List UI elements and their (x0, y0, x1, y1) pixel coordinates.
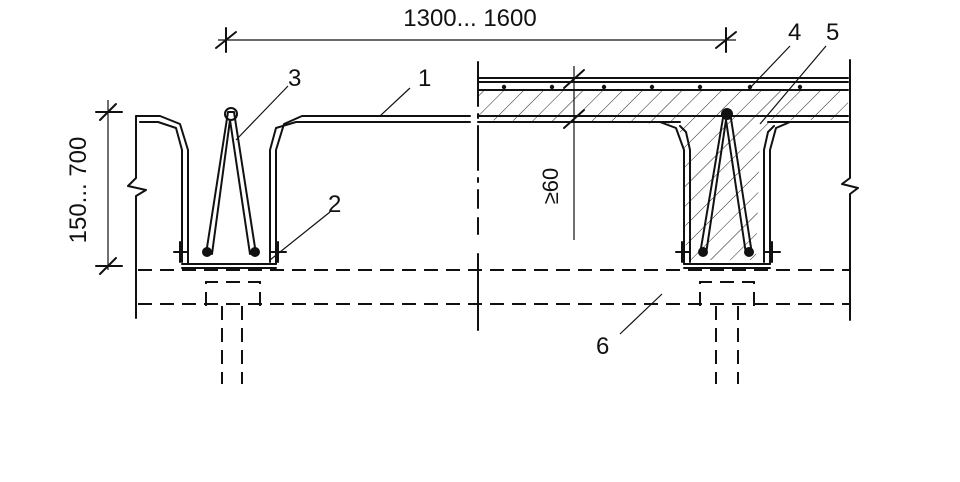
span-dimension-label: 1300... 1600 (403, 5, 536, 32)
callout-1: 1 (418, 65, 431, 92)
support-beams (138, 269, 850, 384)
callout-4: 4 (788, 19, 801, 46)
callout-2: 2 (328, 191, 341, 218)
span-dimension: 1300... 1600 (215, 5, 737, 53)
callout-5: 5 (826, 19, 839, 46)
callout-6: 6 (596, 333, 609, 360)
left-precast-channel (135, 107, 471, 269)
concrete-topping (477, 77, 849, 260)
topping-dimension: ≥60 (538, 66, 585, 240)
leader-lines (235, 45, 827, 335)
left-wall-edge (127, 115, 147, 319)
topping-mesh-bars (501, 84, 803, 90)
callout-3: 3 (288, 65, 301, 92)
right-precast-channel (659, 108, 791, 269)
height-dimension: 150... 700 (65, 100, 123, 275)
height-dimension-label: 150... 700 (65, 137, 92, 244)
right-wall-edge (841, 59, 859, 321)
topping-dimension-label: ≥60 (538, 168, 563, 205)
